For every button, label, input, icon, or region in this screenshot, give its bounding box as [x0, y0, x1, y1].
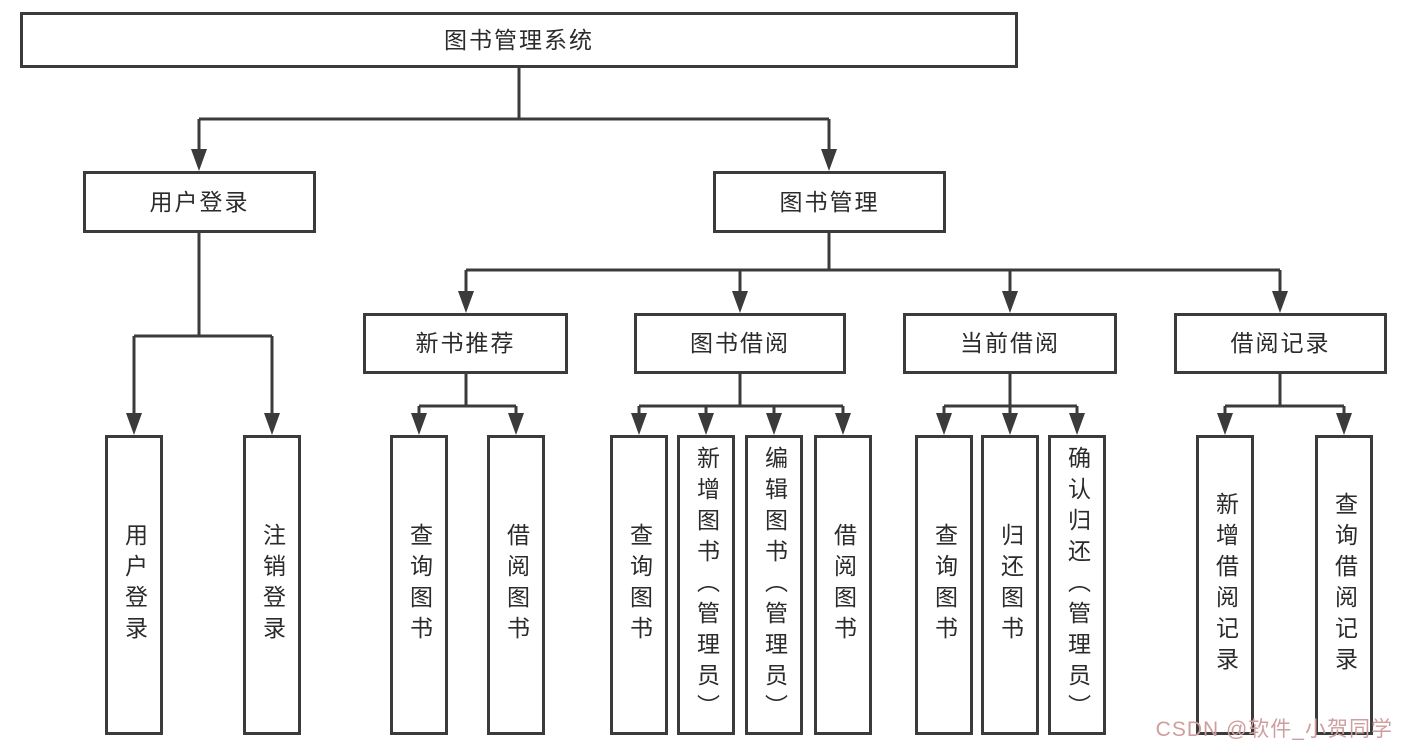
node-user-login-label: 用户登录 — [149, 188, 250, 215]
leaf-borrow-query-label: 查询图书 — [626, 523, 653, 647]
leaf-current-confirm-label: 确认归还（管理员） — [1064, 445, 1091, 725]
leaf-record-add-label: 新增借阅记录 — [1212, 492, 1239, 678]
leaf-newbook-borrow: 借阅图书 — [487, 435, 545, 735]
leaf-borrow-add-label: 新增图书（管理员） — [693, 445, 720, 725]
node-book-borrow: 图书借阅 — [634, 313, 846, 374]
node-borrow-record: 借阅记录 — [1174, 313, 1387, 374]
leaf-current-query: 查询图书 — [915, 435, 973, 735]
leaf-record-query-label: 查询借阅记录 — [1331, 492, 1358, 678]
leaf-user-login-label: 用户登录 — [121, 523, 148, 647]
node-book-management: 图书管理 — [713, 171, 946, 233]
leaf-current-return-label: 归还图书 — [997, 523, 1024, 647]
node-current-borrow: 当前借阅 — [903, 313, 1117, 374]
leaf-borrow-borrow-label: 借阅图书 — [830, 523, 857, 647]
csdn-watermark: CSDN @软件_小贺同学 — [1155, 718, 1393, 741]
leaf-logout-label: 注销登录 — [259, 523, 286, 647]
node-new-book-recommend: 新书推荐 — [363, 313, 568, 374]
leaf-borrow-query: 查询图书 — [610, 435, 668, 735]
leaf-newbook-borrow-label: 借阅图书 — [503, 523, 530, 647]
node-root-label: 图书管理系统 — [444, 26, 594, 53]
arrowheads — [126, 149, 1352, 435]
leaf-borrow-borrow: 借阅图书 — [814, 435, 872, 735]
node-current-borrow-label: 当前借阅 — [960, 330, 1060, 356]
leaf-borrow-edit-label: 编辑图书（管理员） — [761, 445, 788, 725]
node-new-book-recommend-label: 新书推荐 — [415, 330, 516, 356]
leaf-logout: 注销登录 — [243, 435, 301, 735]
leaf-current-confirm: 确认归还（管理员） — [1048, 435, 1106, 735]
node-user-login: 用户登录 — [83, 171, 316, 233]
node-borrow-record-label: 借阅记录 — [1230, 330, 1331, 356]
leaf-current-return: 归还图书 — [981, 435, 1039, 735]
leaf-newbook-query: 查询图书 — [390, 435, 448, 735]
leaf-record-add: 新增借阅记录 — [1196, 435, 1254, 735]
leaf-record-query: 查询借阅记录 — [1315, 435, 1373, 735]
node-book-borrow-label: 图书借阅 — [690, 330, 790, 356]
leaf-user-login: 用户登录 — [105, 435, 163, 735]
node-root: 图书管理系统 — [20, 12, 1018, 68]
node-book-management-label: 图书管理 — [779, 188, 880, 215]
leaf-current-query-label: 查询图书 — [931, 523, 958, 647]
tree-edges — [132, 68, 1346, 416]
leaf-borrow-edit: 编辑图书（管理员） — [745, 435, 803, 735]
leaf-borrow-add: 新增图书（管理员） — [677, 435, 735, 735]
leaf-newbook-query-label: 查询图书 — [406, 523, 433, 647]
